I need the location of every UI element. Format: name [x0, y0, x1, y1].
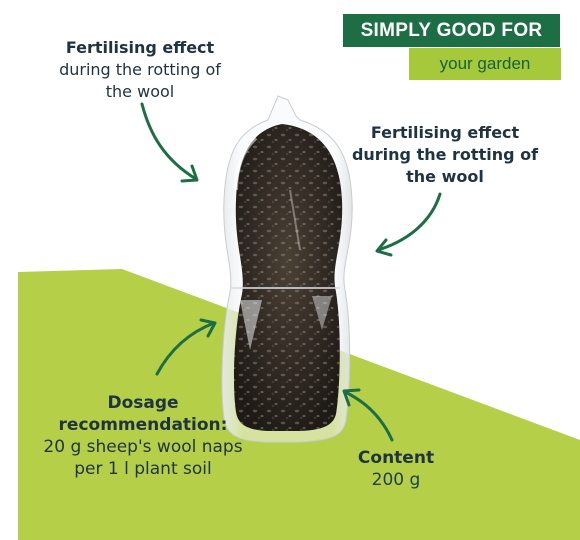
annotation-title: Fertilising effect: [65, 38, 215, 57]
annotation-fertilising-left: Fertilising effect during the rotting of…: [40, 37, 240, 103]
arrow-icon: [155, 318, 217, 376]
annotation-line: during the rotting of: [59, 60, 221, 79]
annotation-content: Content 200 g: [336, 447, 456, 491]
annotation-value: 200 g: [371, 470, 421, 490]
arrow-icon: [342, 388, 394, 442]
slogan-badge-line2: your garden: [409, 48, 561, 80]
annotation-fertilising-right: Fertilising effect during the rotting of…: [340, 122, 550, 188]
annotation-title: Content: [357, 448, 435, 468]
annotation-line: per 1 l plant soil: [74, 459, 212, 479]
annotation-title: recommendation:: [58, 415, 228, 435]
annotation-line: the wool: [406, 167, 484, 186]
annotation-title: Dosage: [107, 393, 179, 413]
annotation-title: Fertilising effect: [370, 123, 520, 142]
arrow-icon: [375, 192, 442, 257]
annotation-line: the wool: [105, 82, 175, 101]
arrow-icon: [140, 102, 199, 183]
annotation-dosage: Dosage recommendation: 20 g sheep's wool…: [28, 392, 258, 480]
annotation-line: 20 g sheep's wool naps: [43, 437, 243, 457]
annotation-line: during the rotting of: [351, 145, 539, 164]
slogan-badge-line1: SIMPLY GOOD FOR: [343, 14, 560, 47]
